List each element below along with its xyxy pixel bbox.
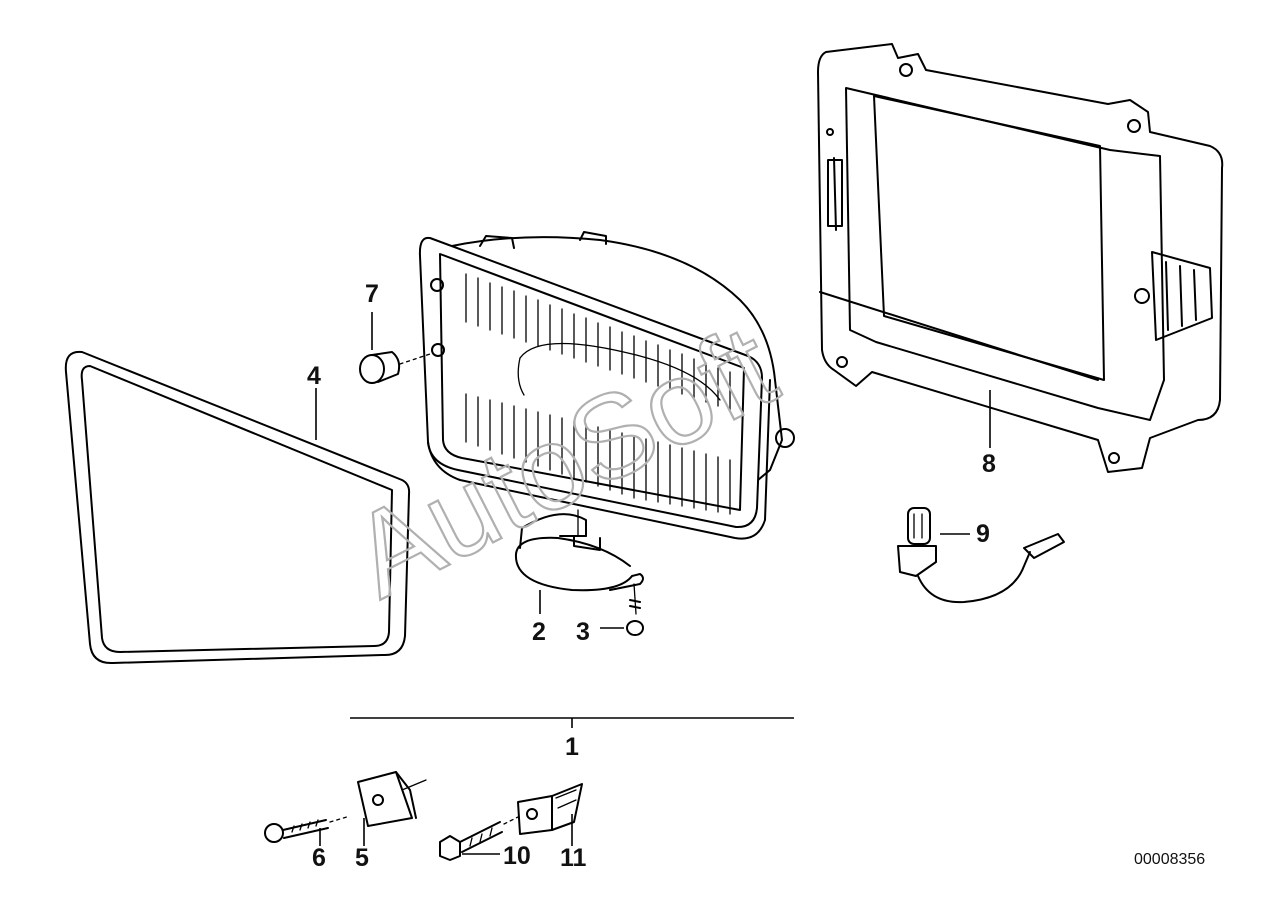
callout-9: 9	[976, 520, 990, 548]
callout-8: 8	[982, 450, 996, 478]
fog-light-housing	[418, 231, 795, 540]
diagram-id: 00008356	[1134, 851, 1205, 868]
small-screw	[626, 583, 644, 636]
plug-cap	[359, 351, 431, 384]
callout-10: 10	[503, 842, 531, 870]
callout-7: 7	[365, 280, 379, 308]
screw	[439, 815, 521, 861]
bulb-with-cable	[897, 507, 1065, 604]
callout-4: 4	[307, 362, 321, 390]
callout-6: 6	[312, 844, 326, 872]
lens-ribs-bottom	[465, 393, 731, 515]
lens-frame-gasket	[64, 350, 411, 665]
callout-1: 1	[565, 733, 579, 761]
callout-5: 5	[355, 844, 369, 872]
clip-nut	[357, 771, 427, 827]
kit-bracket	[350, 717, 794, 728]
callout-11: 11	[560, 844, 587, 872]
adjusting-ring	[514, 509, 644, 592]
mounting-bracket	[817, 43, 1224, 473]
callout-2: 2	[532, 618, 546, 646]
long-screw	[264, 815, 351, 843]
leader-lines	[315, 312, 991, 855]
callout-3: 3	[576, 618, 590, 646]
callout-labels: 1 2 3 4 5 6 7 8 9 10 11	[307, 280, 996, 872]
expanding-nut	[517, 783, 583, 835]
lens-ribs-top	[465, 273, 731, 411]
